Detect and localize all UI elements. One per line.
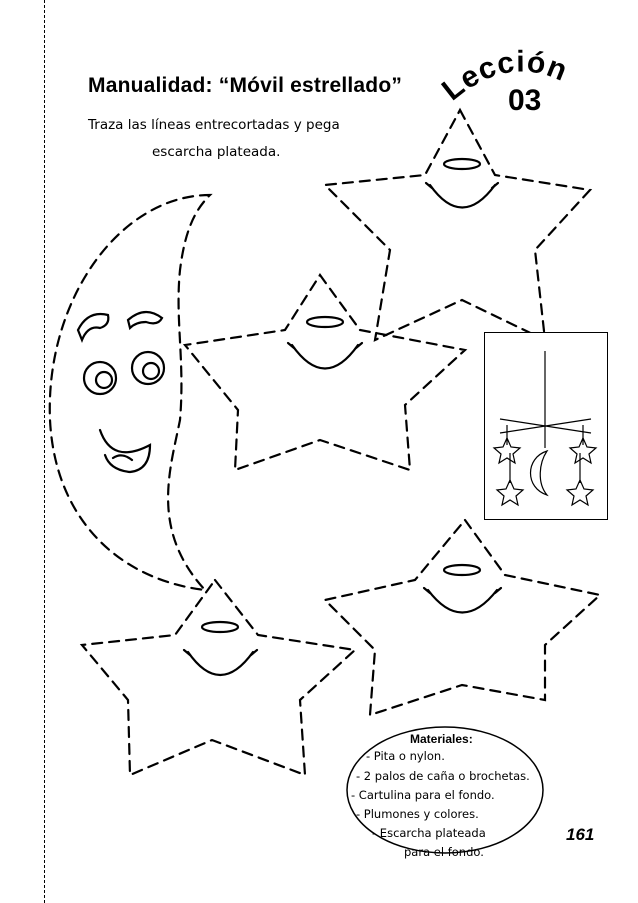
- materials-item: - Cartulina para el fondo.: [351, 788, 495, 802]
- instruction-line-2: escarcha plateada.: [152, 144, 281, 160]
- materials-heading: Materiales:: [410, 732, 473, 746]
- lesson-number: 03: [508, 84, 542, 117]
- star-top-right: [322, 107, 593, 342]
- star-bottom-left: [79, 578, 358, 777]
- mobile-drawing: [492, 351, 598, 507]
- materials-item: - Escarcha plateada: [372, 826, 486, 840]
- page-title: Manualidad: “Móvil estrellado”: [88, 74, 403, 97]
- star-middle: [182, 273, 468, 472]
- moon-face: [76, 310, 166, 474]
- materials-item: para el fondo.: [404, 845, 484, 859]
- star-bottom-right: [322, 518, 603, 717]
- finished-mobile-picture: [484, 332, 608, 520]
- instruction-line-1: Traza las líneas entrecortadas y pega: [88, 117, 340, 133]
- lesson-badge: Lección: [440, 45, 571, 107]
- materials-item: - Pita o nylon.: [366, 749, 445, 763]
- materials-item: - 2 palos de caña o brochetas.: [356, 769, 530, 783]
- moon-outline: [48, 193, 213, 592]
- materials-oval: [346, 726, 544, 854]
- star-face-bottom-right: [422, 563, 503, 614]
- instructions: Traza las líneas entrecortadas y pega es…: [88, 112, 418, 166]
- cut-line: [44, 0, 45, 903]
- star-face-bottom-left: [182, 620, 259, 677]
- star-face-top-right: [424, 157, 500, 209]
- star-face-middle: [286, 315, 364, 370]
- materials-item: - Plumones y colores.: [356, 807, 479, 821]
- page-number: 161: [566, 825, 595, 844]
